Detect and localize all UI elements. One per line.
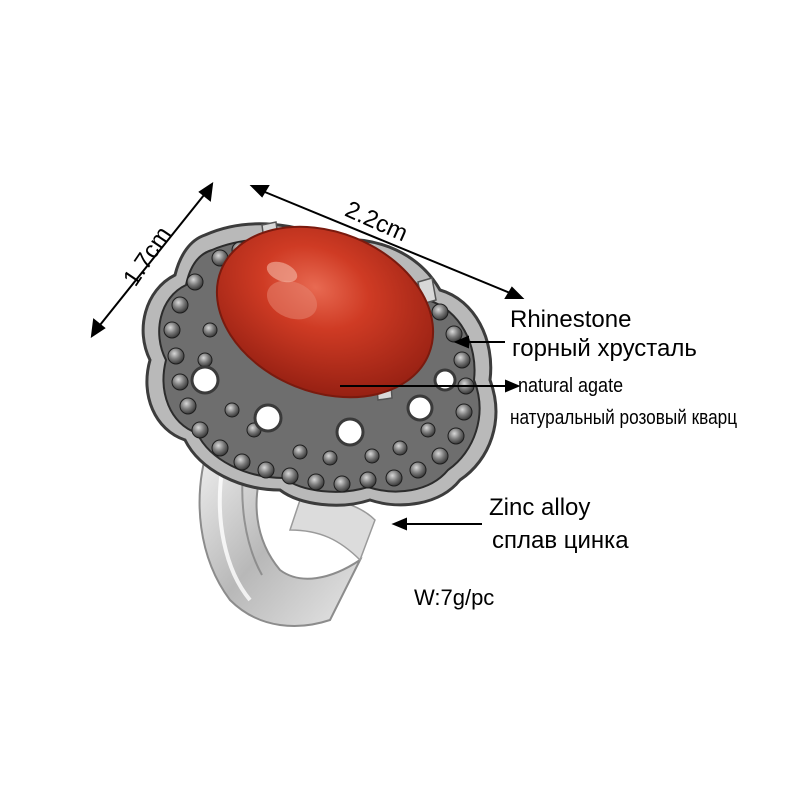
weight-label: W:7g/pc bbox=[414, 585, 495, 610]
stone-label-en: natural agate bbox=[518, 375, 624, 397]
ring-band bbox=[198, 438, 376, 627]
band-label-en: Zinc alloy bbox=[489, 494, 591, 521]
stone-label-ru: натуральный розовый кварц bbox=[510, 407, 738, 429]
dimension-arrows bbox=[90, 181, 525, 339]
callout-leaders bbox=[340, 335, 521, 531]
band-label-ru: сплав цинка bbox=[492, 527, 629, 554]
rhinestone-label-ru: горный хрусталь bbox=[512, 335, 697, 362]
rhinestone-label-en: Rhinestone bbox=[510, 306, 632, 333]
agate-stone bbox=[215, 225, 435, 399]
filigree-holes bbox=[190, 365, 457, 447]
